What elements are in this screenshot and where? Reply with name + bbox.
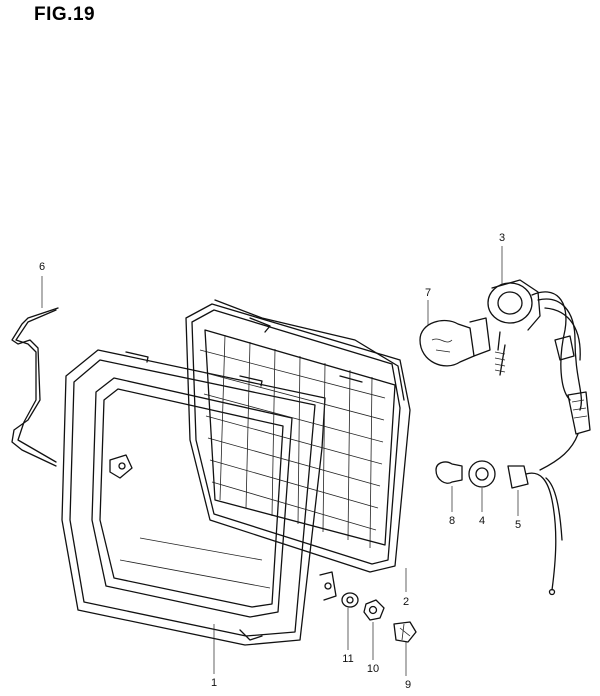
- callout-3: 3: [499, 232, 505, 244]
- headlight-lens-unit: [185, 299, 411, 573]
- callout-5: 5: [515, 519, 521, 531]
- figure-title: FIG.19: [34, 4, 96, 25]
- screw: [393, 621, 417, 643]
- callout-labels: 6 3 7 8 4 5 2 1 11 10 9: [39, 232, 521, 691]
- callout-6: 6: [39, 261, 45, 273]
- headlight-bulb: [419, 317, 491, 367]
- washer: [341, 592, 359, 608]
- bulb-socket: [487, 279, 591, 471]
- leader-lines: [41, 246, 519, 676]
- nut: [363, 599, 385, 621]
- callout-11: 11: [342, 653, 353, 665]
- callout-8: 8: [449, 515, 455, 527]
- callout-4: 4: [479, 515, 485, 527]
- callout-9: 9: [405, 679, 411, 691]
- grommet: [468, 460, 496, 488]
- position-lamp-socket: [507, 465, 563, 596]
- callout-2: 2: [403, 596, 409, 608]
- retaining-spring-wire: [11, 307, 59, 467]
- position-lamp-bulb: [435, 461, 463, 484]
- callout-10: 10: [367, 663, 379, 675]
- callout-1: 1: [211, 677, 217, 689]
- callout-7: 7: [425, 287, 431, 299]
- headlight-housing: [61, 349, 337, 646]
